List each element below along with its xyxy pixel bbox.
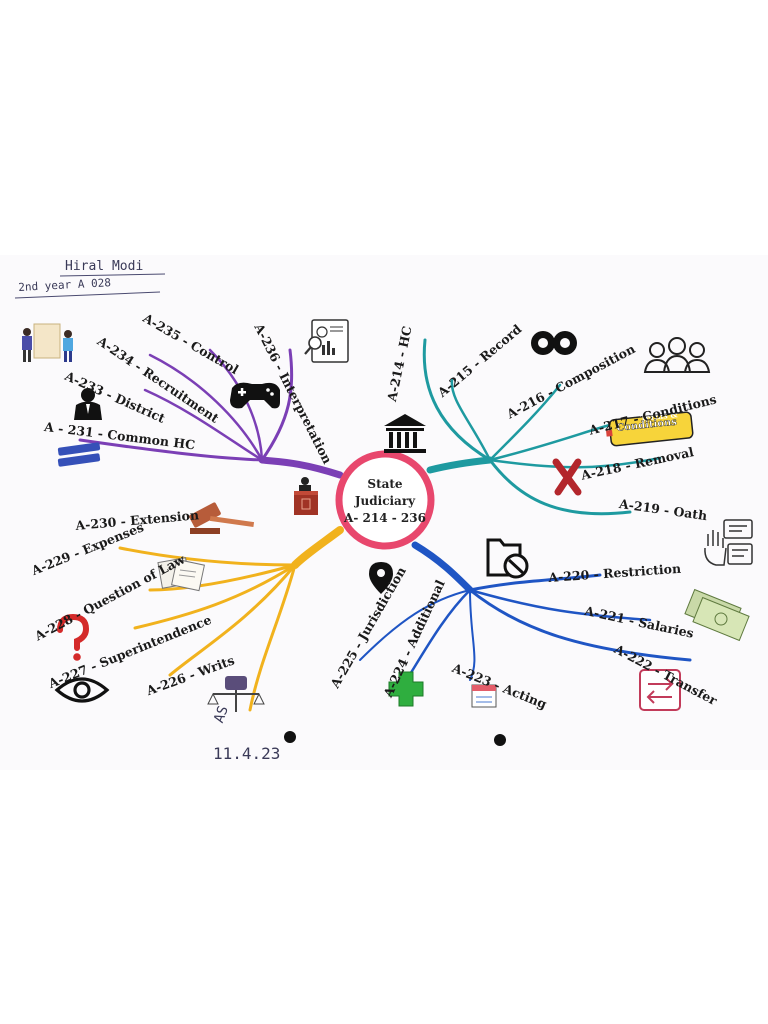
game-controller-icon bbox=[230, 382, 280, 409]
name-underline bbox=[59, 273, 166, 277]
judge-icon bbox=[294, 477, 318, 515]
signature-date: 11.4.23 bbox=[213, 744, 281, 763]
money-icon bbox=[684, 588, 750, 642]
lawyer-icon bbox=[74, 388, 102, 420]
center-title-line2: Judiciary bbox=[354, 494, 416, 508]
x-mark-icon bbox=[552, 458, 582, 496]
transfer-icon bbox=[639, 669, 681, 711]
folder-blocked-icon bbox=[486, 538, 529, 579]
location-pin-icon bbox=[369, 562, 393, 594]
year-underline bbox=[14, 291, 161, 299]
center-node-ring bbox=[335, 450, 435, 550]
group-icon bbox=[643, 337, 711, 373]
punch-hole-right bbox=[494, 734, 506, 746]
court-building-icon bbox=[384, 414, 426, 453]
eye-icon bbox=[54, 677, 110, 703]
center-node: State Judiciary A- 214 - 236 bbox=[335, 476, 435, 527]
punch-hole-left bbox=[284, 731, 296, 743]
terms-conditions-icon bbox=[606, 411, 694, 447]
oath-hand-icon bbox=[704, 519, 753, 566]
question-mark-icon bbox=[57, 613, 90, 661]
equal-icon bbox=[57, 442, 101, 467]
gavel-icon bbox=[189, 502, 255, 534]
people-discussion-icon bbox=[22, 323, 73, 362]
student-name: Hiral Modi bbox=[65, 259, 144, 274]
plus-icon bbox=[388, 671, 424, 707]
documents-icon bbox=[157, 557, 205, 592]
infinity-icon bbox=[531, 331, 577, 355]
center-title-line3: A- 214 - 236 bbox=[344, 511, 426, 525]
calendar-icon bbox=[471, 684, 497, 708]
justice-fist-icon bbox=[207, 676, 265, 712]
report-search-icon bbox=[304, 319, 349, 363]
center-title-line1: State bbox=[367, 477, 403, 491]
teal-branches bbox=[422, 338, 662, 516]
purple-branches bbox=[78, 348, 344, 479]
